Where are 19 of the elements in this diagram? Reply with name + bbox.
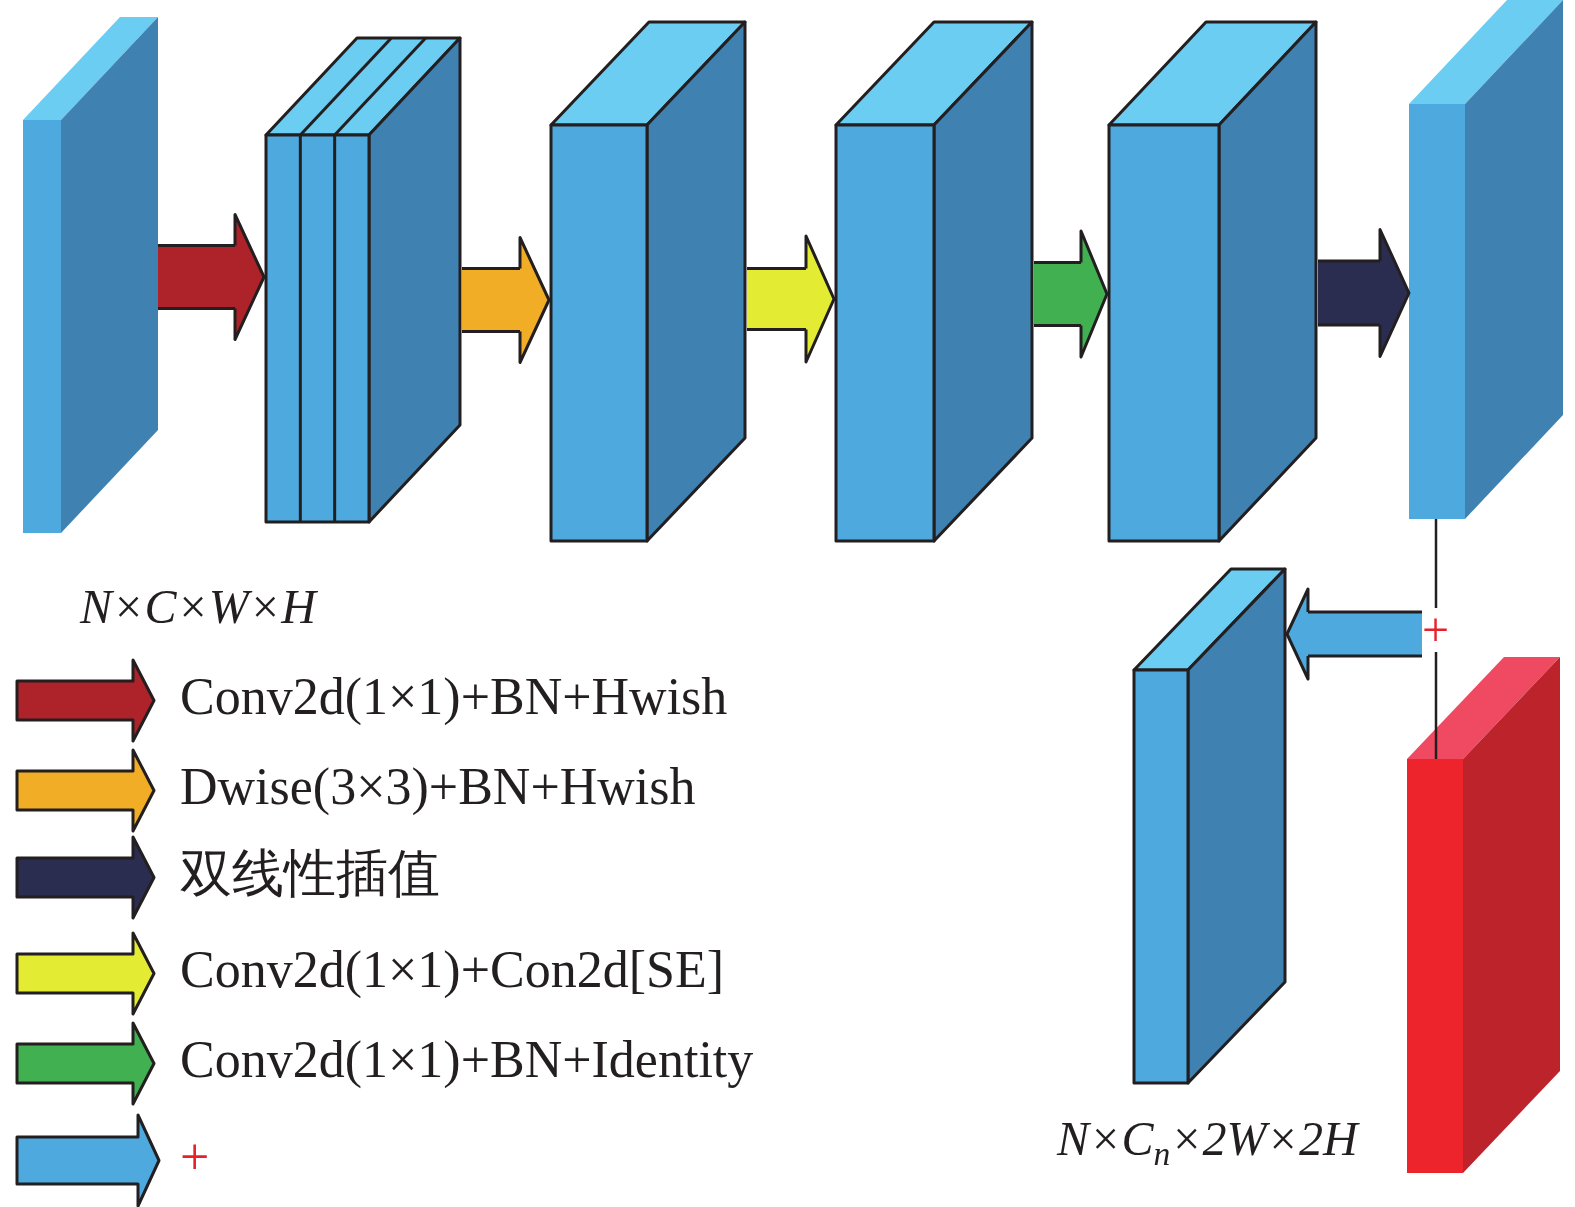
cuboid (1107, 20, 1318, 543)
cuboid (834, 20, 1034, 543)
connector-line (1434, 519, 1438, 608)
cuboid (1132, 567, 1287, 1085)
cuboid (23, 17, 158, 533)
legend-label: 双线性插值 (180, 844, 440, 904)
cuboid (1409, 0, 1563, 519)
legend-label: + (180, 1127, 210, 1187)
dimension-label: N×C×W×H (80, 579, 316, 635)
cuboid (549, 20, 747, 543)
legend-label: Conv2d(1×1)+BN+Identity (180, 1030, 754, 1090)
dimension-label: N×C$_{n}$×2W×2H (1057, 1111, 1358, 1167)
plus-sign: + (1422, 608, 1450, 652)
cuboid (1407, 657, 1560, 1173)
legend-label: Conv2d(1×1)+BN+Hwish (180, 667, 728, 727)
legend-label: Conv2d(1×1)+Con2d[SE] (180, 940, 724, 1000)
stacked-cuboid (264, 36, 462, 524)
legend-label: Dwise(3×3)+BN+Hwish (180, 757, 696, 817)
connector-line (1434, 652, 1438, 759)
